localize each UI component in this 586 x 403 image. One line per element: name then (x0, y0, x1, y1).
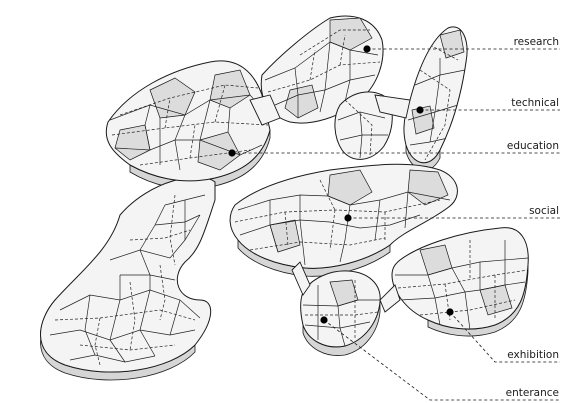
label-education: education (507, 140, 559, 152)
blob-technical (404, 27, 467, 163)
marker-research (363, 45, 370, 52)
blob-bigleft (40, 177, 215, 372)
labels: research technical education social exhi… (506, 36, 559, 399)
label-exhibition: exhibition (507, 349, 559, 361)
marker-technical (416, 106, 423, 113)
marker-social (344, 214, 351, 221)
label-research: research (514, 36, 559, 48)
marker-enterance (320, 316, 327, 323)
label-technical: technical (511, 97, 559, 109)
label-enterance: enterance (506, 387, 559, 399)
blob-exhibition (392, 228, 528, 330)
marker-education (228, 149, 235, 156)
label-social: social (529, 205, 559, 217)
blob-education (106, 61, 270, 181)
marker-exhibition (446, 308, 453, 315)
